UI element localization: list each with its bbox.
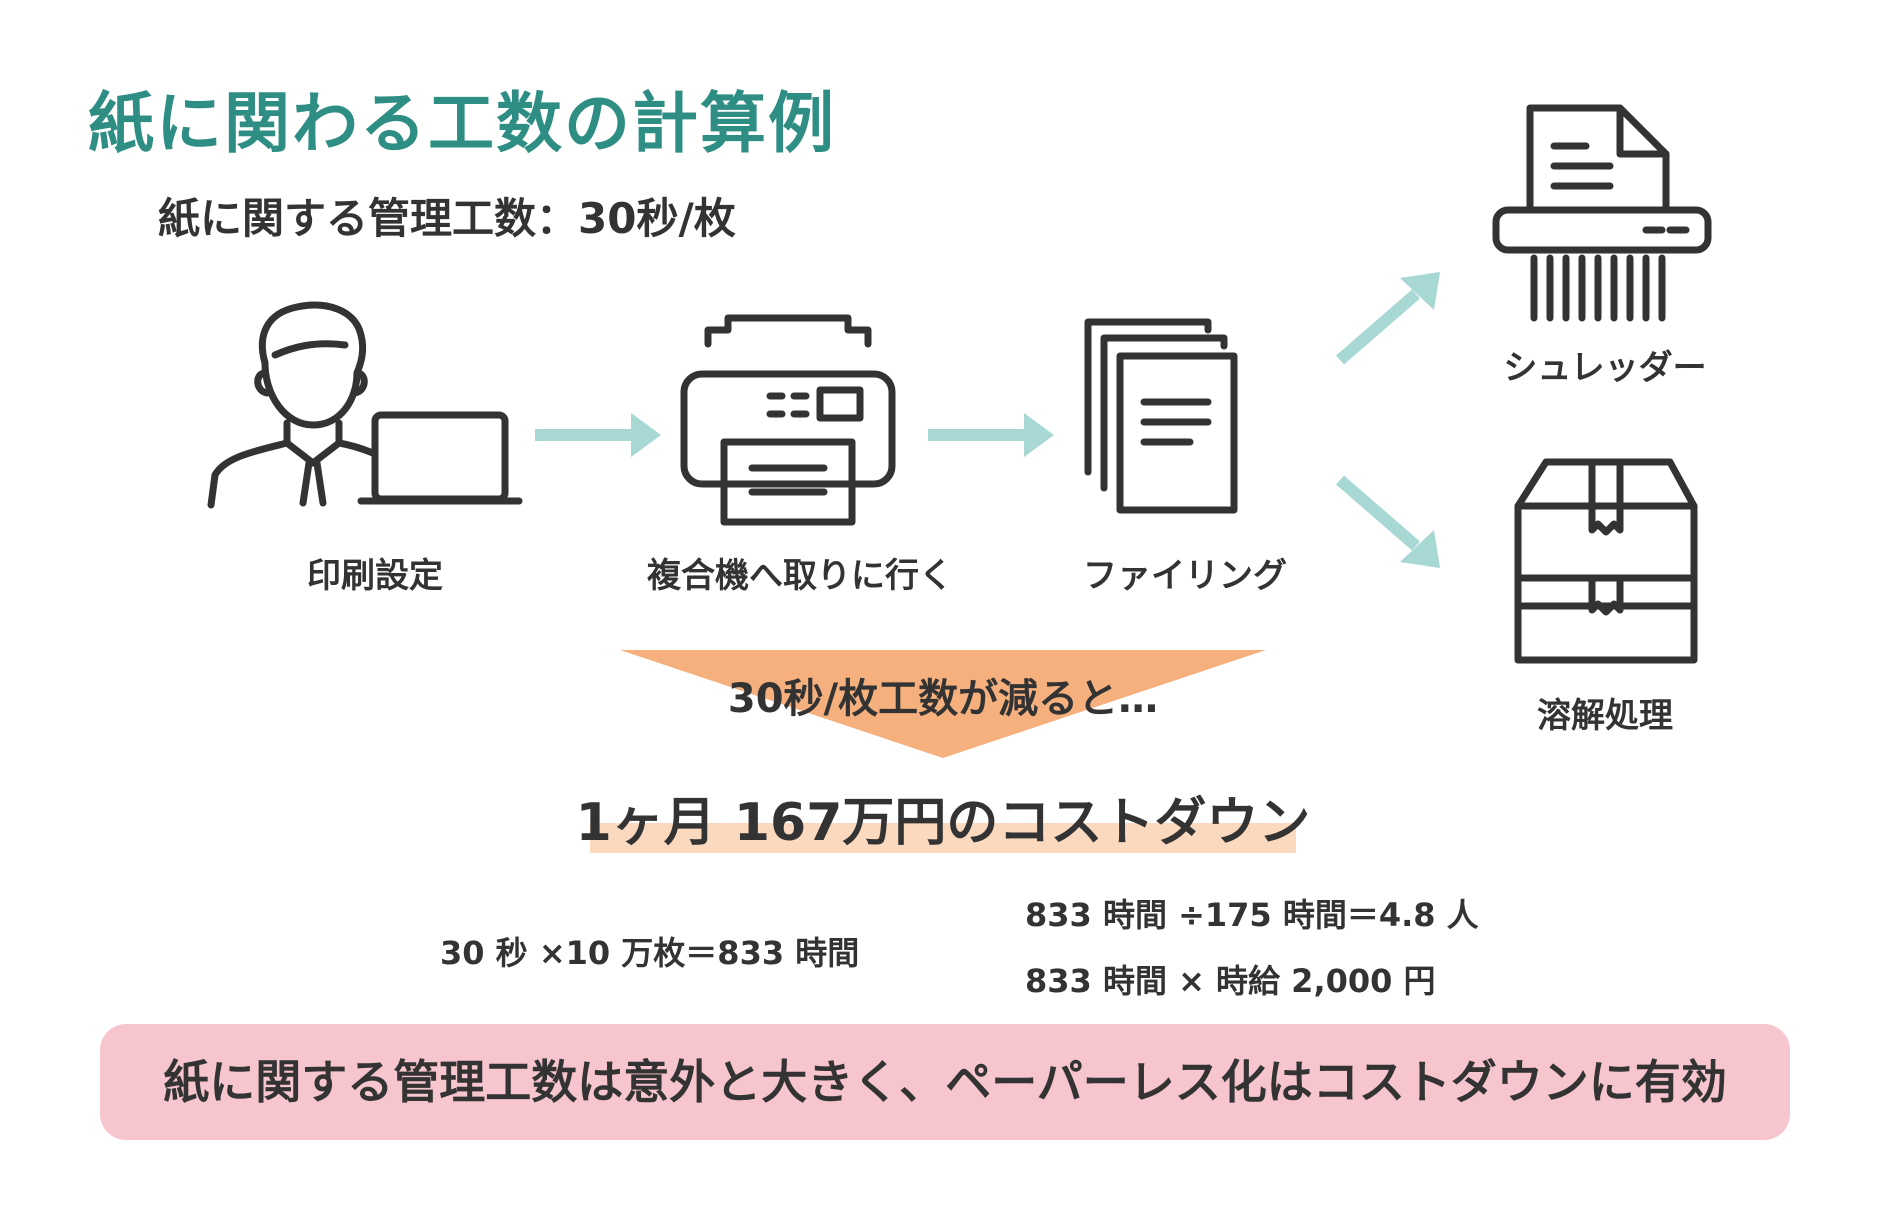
printer-icon	[680, 314, 896, 526]
flow-arrow-1	[535, 413, 661, 457]
step-label-go-to-printer: 複合機へ取りに行く	[647, 556, 953, 596]
branch-arrow-up	[1336, 272, 1440, 365]
cost-highlight	[590, 823, 1296, 853]
calculation-wage: 833 時間 × 時給 2,000 円	[1025, 962, 1436, 1000]
page-subtitle: 紙に関する管理工数：30秒/枚	[158, 194, 736, 243]
step-label-filing: ファイリング	[1083, 556, 1287, 596]
box-icon	[1514, 458, 1698, 664]
shredder-icon	[1492, 104, 1712, 322]
flow-arrow-2	[928, 413, 1054, 457]
conclusion-box	[100, 1024, 1790, 1140]
outcome-label-dissolution: 溶解処理	[1537, 696, 1673, 736]
reduction-banner-text: 30秒/枚工数が減ると…	[727, 676, 1159, 722]
conclusion-text: 紙に関する管理工数は意外と大きく、ペーパーレス化はコストダウンに有効	[163, 1055, 1727, 1109]
calculation-hours: 30 秒 ×10 万枚＝833 時間	[440, 934, 860, 972]
cost-result: 1ヶ月 167万円のコストダウン	[575, 793, 1311, 853]
person-laptop-icon	[207, 301, 523, 509]
step-label-print-settings: 印刷設定	[307, 556, 443, 596]
documents-icon	[1084, 318, 1238, 514]
branch-arrow-down	[1336, 475, 1440, 568]
calculation-headcount: 833 時間 ÷175 時間＝4.8 人	[1025, 896, 1479, 934]
page-title: 紙に関わる工数の計算例	[88, 85, 836, 162]
reduction-banner	[620, 650, 1266, 758]
outcome-label-shredder: シュレッダー	[1503, 348, 1707, 388]
